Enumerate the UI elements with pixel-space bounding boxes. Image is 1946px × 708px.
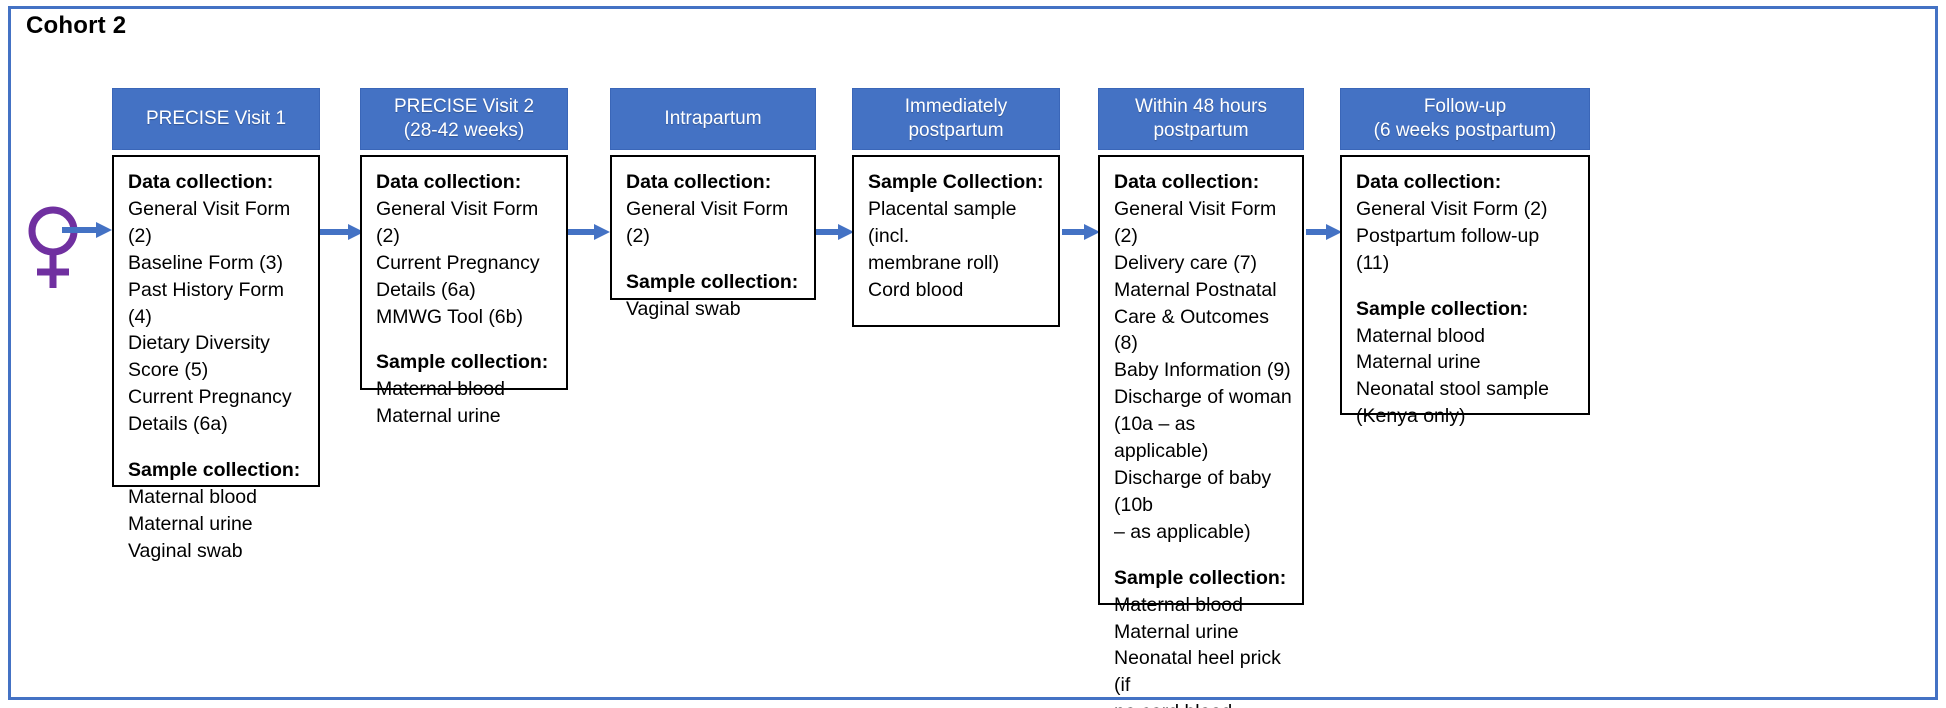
detail-line: Care & Outcomes (8) bbox=[1114, 305, 1275, 355]
detail-line: Details (6a) bbox=[376, 278, 476, 301]
section-heading: Sample collection: bbox=[1114, 566, 1287, 589]
detail-line: (11) bbox=[1356, 251, 1390, 274]
section-heading: Sample collection: bbox=[376, 351, 549, 374]
detail-line: Maternal Postnatal bbox=[1114, 278, 1277, 301]
section-heading: Sample collection: bbox=[1356, 297, 1529, 320]
section-heading: Data collection: bbox=[1356, 171, 1502, 193]
detail-line: Maternal urine bbox=[1114, 620, 1239, 643]
detail-line: Delivery care (7) bbox=[1114, 251, 1258, 274]
detail-line: General Visit Form (2) bbox=[626, 197, 794, 247]
section-spacer bbox=[1114, 546, 1292, 565]
detail-line: MMWG Tool (6b) bbox=[376, 305, 523, 328]
detail-line: Maternal blood bbox=[128, 485, 257, 508]
section-heading: Sample Collection: bbox=[868, 171, 1044, 193]
stage-detail-follow-up: Data collection: General Visit Form (2) … bbox=[1340, 155, 1590, 427]
stage-column-intrapartum: Intrapartum Data collection: General Vis… bbox=[610, 88, 816, 320]
section-heading: Data collection: bbox=[626, 171, 772, 193]
detail-line: Discharge of baby (10b bbox=[1114, 466, 1277, 516]
detail-line: Cord blood bbox=[868, 278, 964, 301]
stage-header-line: postpartum bbox=[908, 120, 1004, 141]
stage-column-within-48-hours-postpartum: Within 48 hours postpartum Data collecti… bbox=[1098, 88, 1304, 708]
stage-header-line: Intrapartum bbox=[664, 107, 762, 129]
arrow-visit1-to-visit2 bbox=[318, 222, 366, 242]
stage-column-follow-up: Follow-up (6 weeks postpartum) Data coll… bbox=[1340, 88, 1590, 427]
stage-header-line: Follow-up bbox=[1423, 95, 1507, 117]
stage-column-precise-visit-1: PRECISE Visit 1 Data collection: General… bbox=[112, 88, 320, 562]
section-heading: Data collection: bbox=[376, 171, 522, 193]
detail-line: General Visit Form (2) bbox=[1114, 197, 1282, 247]
section-heading: Data collection: bbox=[1114, 171, 1260, 193]
detail-line: Maternal blood bbox=[1356, 324, 1485, 347]
detail-line: Vaginal swab bbox=[128, 539, 243, 562]
stage-column-immediately-postpartum: Immediately postpartum Sample Collection… bbox=[852, 88, 1060, 327]
detail-line: (Kenya only) bbox=[1356, 405, 1466, 428]
stage-header-line: PRECISE Visit 2 bbox=[393, 95, 535, 117]
detail-line: Current Pregnancy bbox=[128, 386, 292, 409]
arrow-intrapartum-to-immediately bbox=[816, 222, 856, 242]
detail-line: Vaginal swab bbox=[626, 297, 741, 320]
stage-header-precise-visit-2[interactable]: PRECISE Visit 2 (28-42 weeks) bbox=[360, 88, 568, 150]
arrow-immediately-to-within48 bbox=[1062, 222, 1102, 242]
detail-line: no cord blood sample) bbox=[1114, 699, 1292, 708]
detail-line: Placental sample (incl. bbox=[868, 197, 1022, 247]
detail-line: Details (6a) bbox=[128, 413, 228, 436]
detail-line: Discharge of woman bbox=[1114, 386, 1292, 409]
female-symbol-icon bbox=[24, 206, 82, 292]
detail-line: General Visit Form (2) bbox=[1356, 197, 1548, 220]
stage-header-line: PRECISE Visit 1 bbox=[145, 107, 287, 129]
detail-line: General Visit Form (2) bbox=[376, 197, 544, 247]
page-title: Cohort 2 bbox=[26, 12, 127, 39]
section-heading: Sample collection: bbox=[128, 459, 301, 482]
section-spacer bbox=[376, 330, 556, 349]
stage-column-precise-visit-2: PRECISE Visit 2 (28-42 weeks) Data colle… bbox=[360, 88, 568, 427]
detail-line: Current Pregnancy bbox=[376, 251, 540, 274]
detail-line: Baby Information (9) bbox=[1114, 359, 1291, 382]
stage-detail-precise-visit-2: Data collection: General Visit Form (2) … bbox=[360, 155, 568, 427]
detail-line: – as applicable) bbox=[1114, 520, 1251, 543]
stage-header-line: postpartum bbox=[1153, 120, 1249, 141]
stage-header-immediately-postpartum[interactable]: Immediately postpartum bbox=[852, 88, 1060, 150]
arrow-visit2-to-intrapartum bbox=[566, 222, 612, 242]
section-spacer bbox=[626, 250, 804, 269]
detail-line: Neonatal stool sample bbox=[1356, 378, 1549, 401]
detail-line: Score (5) bbox=[128, 359, 209, 382]
detail-line: membrane roll) bbox=[868, 251, 1000, 274]
section-spacer bbox=[128, 438, 308, 457]
stage-detail-precise-visit-1: Data collection: General Visit Form (2) … bbox=[112, 155, 320, 562]
detail-line: General Visit Form (2) bbox=[128, 197, 296, 247]
detail-line: Maternal blood bbox=[376, 378, 505, 401]
arrow-within48-to-followup bbox=[1306, 222, 1344, 242]
detail-line: Maternal urine bbox=[128, 512, 253, 535]
stage-header-line: Immediately bbox=[904, 95, 1008, 117]
detail-line: Maternal urine bbox=[1356, 351, 1481, 374]
stage-header-line: (28-42 weeks) bbox=[403, 120, 525, 141]
detail-line: Past History Form (4) bbox=[128, 278, 290, 328]
detail-line: Dietary Diversity bbox=[128, 332, 270, 355]
detail-line: (10a – as applicable) bbox=[1114, 413, 1209, 463]
stage-header-follow-up[interactable]: Follow-up (6 weeks postpartum) bbox=[1340, 88, 1590, 150]
detail-line: Maternal urine bbox=[376, 405, 501, 428]
stage-detail-immediately-postpartum: Sample Collection: Placental sample (inc… bbox=[852, 155, 1060, 327]
stage-header-precise-visit-1[interactable]: PRECISE Visit 1 bbox=[112, 88, 320, 150]
stage-detail-within-48-hours-postpartum: Data collection: General Visit Form (2) … bbox=[1098, 155, 1304, 708]
stage-detail-intrapartum: Data collection: General Visit Form (2) … bbox=[610, 155, 816, 320]
stage-header-line: (6 weeks postpartum) bbox=[1373, 120, 1557, 141]
detail-line: Baseline Form (3) bbox=[128, 251, 283, 274]
detail-line: Neonatal heel prick (if bbox=[1114, 647, 1287, 697]
detail-line: Maternal blood bbox=[1114, 593, 1243, 616]
arrow-start-to-visit1 bbox=[62, 220, 114, 240]
stage-header-line: Within 48 hours bbox=[1134, 95, 1267, 117]
section-heading: Data collection: bbox=[128, 171, 274, 193]
section-spacer bbox=[1356, 277, 1578, 296]
stage-header-within-48-hours-postpartum[interactable]: Within 48 hours postpartum bbox=[1098, 88, 1304, 150]
detail-line: Postpartum follow-up bbox=[1356, 224, 1540, 247]
stage-header-intrapartum[interactable]: Intrapartum bbox=[610, 88, 816, 150]
section-heading: Sample collection: bbox=[626, 270, 799, 293]
